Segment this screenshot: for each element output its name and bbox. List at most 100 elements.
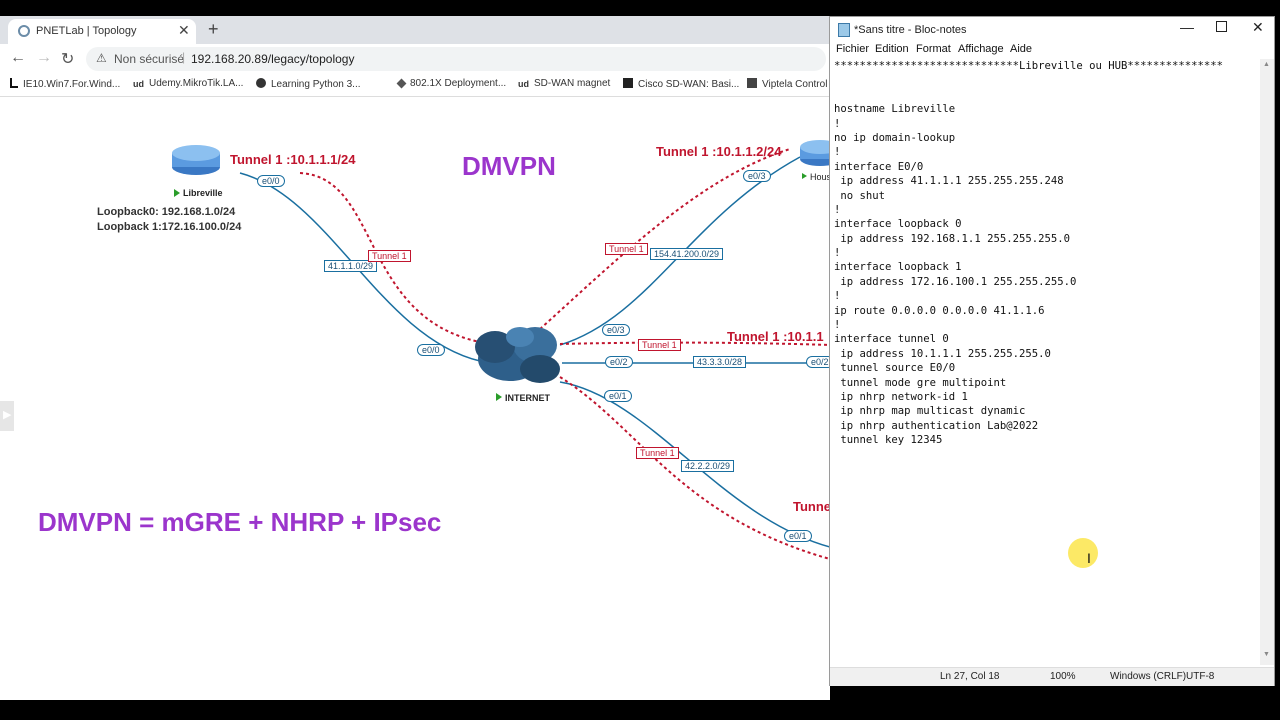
editor-line: hostname Libreville <box>834 103 956 116</box>
editor-line: ip route 0.0.0.0 0.0.0.0 41.1.1.6 <box>834 304 1045 317</box>
editor-line: ! <box>834 117 841 130</box>
editor-line: ip nhrp network-id 1 <box>834 390 968 403</box>
editor-line: ! <box>834 247 841 260</box>
interface-badge[interactable]: e0/3 <box>602 324 630 336</box>
tunnel-bot <box>559 376 830 560</box>
router-icon[interactable] <box>800 140 830 166</box>
interface-badge[interactable]: e0/1 <box>604 390 632 402</box>
loopback0-label: Loopback0: 192.168.1.0/24 <box>97 206 236 218</box>
menu-fichier[interactable]: Fichier <box>836 43 870 55</box>
equation-text: DMVPN = mGRE + NHRP + IPsec <box>38 507 442 537</box>
tunnel-mid <box>559 341 830 346</box>
favicon-icon <box>18 25 30 37</box>
editor-line: tunnel key 12345 <box>834 434 943 447</box>
notepad-menu-bar: Fichier Edition Format Affichage Aide <box>830 43 1274 59</box>
security-label: Non sécurisé <box>114 52 185 66</box>
forward-icon[interactable]: → <box>36 49 52 66</box>
menu-edition[interactable]: Edition <box>875 43 909 55</box>
tunnel-tag: Tunnel 1 <box>605 243 648 255</box>
page-title: DMVPN <box>462 151 556 181</box>
play-icon <box>802 173 807 179</box>
interface-badge[interactable]: e0/0 <box>257 175 285 187</box>
back-icon[interactable]: ← <box>10 49 26 66</box>
editor-line: ip nhrp authentication Lab@2022 <box>834 419 1039 432</box>
chevron-right-icon: ▶ <box>3 409 12 421</box>
editor-line: interface loopback 0 <box>834 218 962 231</box>
vertical-scrollbar[interactable]: ▲ ▼ <box>1260 59 1274 665</box>
editor-line: no ip domain-lookup <box>834 131 956 144</box>
menu-aide[interactable]: Aide <box>1010 43 1033 55</box>
editor-line: tunnel source E0/0 <box>834 362 956 375</box>
browser-window: PNETLab | Topology ✕ + ← → ↻ ⚠ Non sécur… <box>0 16 830 700</box>
mid-tunnel-label: Tunnel 1 :10.1.1 <box>727 329 824 344</box>
bookmark-item[interactable]: 802.1X Deployment... <box>396 78 506 89</box>
new-tab-icon[interactable]: + <box>208 19 219 39</box>
editor-line: ! <box>834 203 841 216</box>
tunnel-tag: Tunnel 1 <box>636 447 679 459</box>
close-tab-icon[interactable]: ✕ <box>178 22 190 38</box>
editor-line: ! <box>834 146 841 159</box>
tab-title: PNETLab | Topology <box>36 25 137 37</box>
editor-line: ip address 10.1.1.1 255.255.255.0 <box>834 347 1051 360</box>
editor-line: *****************************Libreville … <box>834 60 1224 72</box>
link-internet-top[interactable] <box>559 156 801 346</box>
encoding: UTF-8 <box>1186 671 1215 682</box>
close-icon[interactable]: ✕ <box>1252 19 1264 35</box>
interface-badge[interactable]: e0/1 <box>784 530 812 542</box>
tunnel-tag: Tunnel 1 <box>638 339 681 351</box>
bookmark-item[interactable]: Cisco SD-WAN: Basi... <box>623 78 739 90</box>
router-icon[interactable] <box>172 145 220 175</box>
browser-tab[interactable]: PNETLab | Topology ✕ <box>8 19 196 44</box>
editor-line: interface tunnel 0 <box>834 333 949 346</box>
tunnel-top <box>539 148 791 330</box>
notepad-title-bar: *Sans titre - Bloc-notes — ✕ <box>830 17 1274 43</box>
scroll-down-icon[interactable]: ▼ <box>1263 651 1270 658</box>
warning-icon: ⚠ <box>96 51 107 65</box>
menu-affichage[interactable]: Affichage <box>958 43 1004 55</box>
topology-links <box>172 140 830 560</box>
editor-line <box>834 88 1258 102</box>
text-cursor-icon: I <box>1087 550 1091 566</box>
interface-badge[interactable]: e0/2 <box>806 356 830 368</box>
editor-line: tunnel mode gre multipoint <box>834 376 1007 389</box>
bookmark-item[interactable]: Learning Python 3... <box>256 78 361 90</box>
network-label[interactable]: 154.41.200.0/29 <box>650 248 724 260</box>
network-label[interactable]: 41.1.1.0/29 <box>324 260 378 272</box>
network-label[interactable]: 42.2.2.0/29 <box>681 460 735 472</box>
editor-line: ! <box>834 319 841 332</box>
internet-label: INTERNET <box>505 393 550 403</box>
editor-line: interface E0/0 <box>834 160 924 173</box>
editor-line: ip address 172.16.100.1 255.255.255.0 <box>834 275 1077 288</box>
editor-line: ip address 41.1.1.1 255.255.255.248 <box>834 175 1064 188</box>
bot-tunnel-label: Tunne <box>793 499 830 514</box>
notepad-editor[interactable]: *****************************Libreville … <box>834 59 1258 659</box>
editor-line: interface loopback 1 <box>834 261 962 274</box>
editor-line <box>834 73 1258 87</box>
tunnel-tag: Tunnel 1 <box>368 250 411 262</box>
top-tunnel-label: Tunnel 1 :10.1.1.2/24 <box>656 144 782 159</box>
editor-line: ip nhrp map multicast dynamic <box>834 405 1026 418</box>
notepad-window: *Sans titre - Bloc-notes — ✕ Fichier Edi… <box>829 16 1275 686</box>
minimize-icon[interactable]: — <box>1180 19 1194 35</box>
editor-line: ip address 192.168.1.1 255.255.255.0 <box>834 232 1070 245</box>
scroll-up-icon[interactable]: ▲ <box>1263 61 1270 68</box>
maximize-icon[interactable] <box>1216 21 1227 32</box>
topology-canvas[interactable]: Libreville Hous INTERNET Tunnel 1 :10.1.… <box>0 97 830 700</box>
network-label[interactable]: 43.3.3.0/28 <box>693 356 747 368</box>
menu-format[interactable]: Format <box>916 43 951 55</box>
reload-icon[interactable]: ↻ <box>61 51 75 68</box>
bookmark-item[interactable]: Viptela Control <box>747 78 827 90</box>
interface-badge[interactable]: e0/3 <box>743 170 771 182</box>
notepad-icon <box>838 23 850 37</box>
play-icon <box>496 393 502 401</box>
address-bar[interactable]: ⚠ Non sécurisé | 192.168.20.89/legacy/to… <box>86 47 826 71</box>
interface-badge[interactable]: e0/0 <box>417 344 445 356</box>
line-ending: Windows (CRLF) <box>1110 671 1187 682</box>
sidebar-toggle[interactable]: ▶ <box>0 401 14 431</box>
interface-badge[interactable]: e0/2 <box>605 356 633 368</box>
zoom-level: 100% <box>1050 671 1076 682</box>
internet-cloud-icon[interactable] <box>475 327 560 383</box>
bookmark-item[interactable]: IE10.Win7.For.Wind... <box>10 78 120 90</box>
